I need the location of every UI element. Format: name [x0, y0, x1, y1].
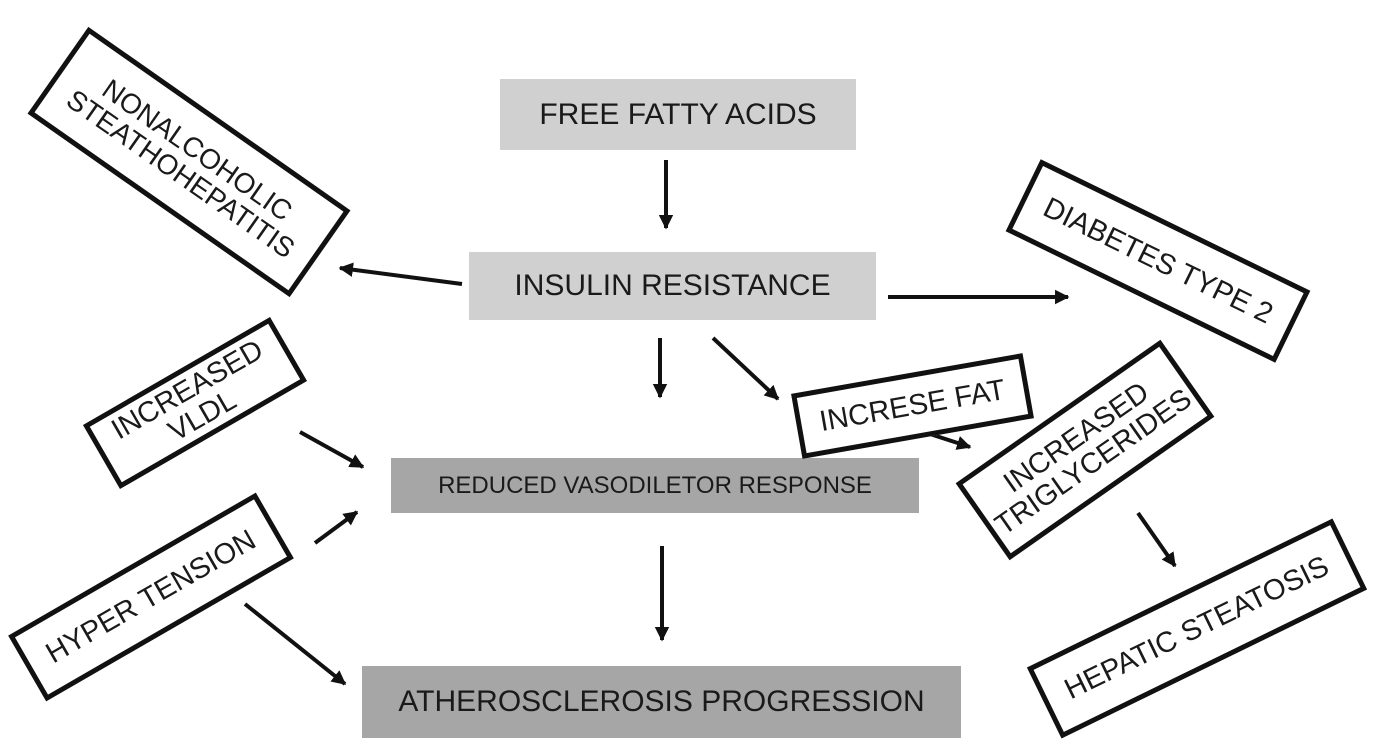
node-free-fatty-acids: FREE FATTY ACIDS	[500, 79, 856, 150]
node-insulin-resistance-label: INSULIN RESISTANCE	[514, 269, 831, 303]
arrow-hypertension-to-atherosclerosis	[243, 602, 347, 686]
arrow-vldl-to-vasodilator	[299, 430, 365, 469]
arrow-insulin-to-fat	[711, 336, 780, 401]
arrow-fat-to-triglycerides	[929, 432, 972, 450]
node-insulin-resistance: INSULIN RESISTANCE	[469, 252, 876, 320]
node-reduced-vasodilator-response-label: REDUCED VASODILETOR RESPONSE	[438, 471, 872, 499]
node-free-fatty-acids-label: FREE FATTY ACIDS	[539, 97, 817, 131]
node-atherosclerosis-progression: ATHEROSCLEROSIS PROGRESSION	[362, 666, 961, 738]
arrow-hypertension-to-vasodilator	[313, 510, 359, 545]
node-reduced-vasodilator-response: REDUCED VASODILETOR RESPONSE	[391, 458, 919, 513]
arrow-triglycerides-to-hepatic	[1136, 511, 1177, 568]
arrow-insulin-to-nash	[338, 262, 463, 286]
node-atherosclerosis-progression-label: ATHEROSCLEROSIS PROGRESSION	[398, 685, 925, 719]
